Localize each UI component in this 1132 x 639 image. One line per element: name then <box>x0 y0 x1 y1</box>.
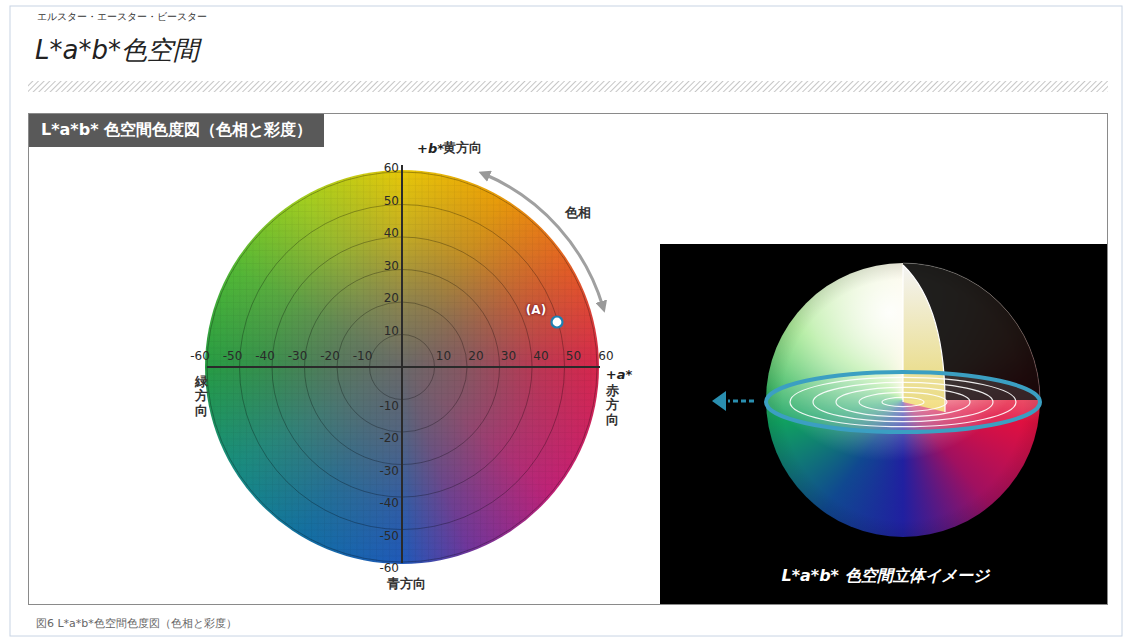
a-tick: 60 <box>598 349 613 363</box>
b-tick: 60 <box>384 161 399 175</box>
b-tick: -60 <box>379 561 399 575</box>
sphere-panel: L*a*b* 色空間立体イメージ <box>661 245 1109 606</box>
b-tick: -40 <box>379 496 399 510</box>
equator-disk <box>766 372 1040 432</box>
a-tick: -10 <box>353 349 373 363</box>
point-label: (A) <box>526 303 546 317</box>
axis-direction: 緑方向 <box>195 375 208 418</box>
b-tick: 50 <box>384 194 399 208</box>
b-tick: -50 <box>379 529 399 543</box>
axis-direction: 黄方向 <box>443 139 482 157</box>
panel-heading: L*a*b* 色空間色度図（色相と彩度） <box>29 114 324 147</box>
hue-label: 色相 <box>565 204 591 222</box>
a-tick: -20 <box>320 349 340 363</box>
axis-name: +a* <box>606 367 632 382</box>
b-tick: 10 <box>384 324 399 338</box>
figure-caption: 図6 L*a*b*色空間色度図（色相と彩度） <box>36 616 237 631</box>
b-tick: -20 <box>379 431 399 445</box>
a-tick: 20 <box>468 349 483 363</box>
a-tick: -40 <box>255 349 275 363</box>
a-tick: -30 <box>288 349 308 363</box>
b-tick: 40 <box>384 226 399 240</box>
page-frame <box>10 6 1122 636</box>
page-title: L*a*b*色空間 <box>35 33 199 68</box>
axis-direction: 青方向 <box>387 575 426 593</box>
axis-name: +b* <box>417 141 444 156</box>
axis-direction: 赤方向 <box>606 384 619 427</box>
axes <box>207 165 600 563</box>
a-tick: 40 <box>533 349 548 363</box>
b-tick: 30 <box>384 259 399 273</box>
sample-point <box>552 317 563 328</box>
a-tick: 10 <box>436 349 451 363</box>
b-tick: -10 <box>379 399 399 413</box>
direction-arrow <box>712 391 754 411</box>
black-panel <box>660 244 1108 605</box>
sphere-caption: L*a*b* 色空間立体イメージ <box>781 566 988 587</box>
hatched-band <box>28 81 1108 92</box>
a-tick: 50 <box>566 349 581 363</box>
a-tick: -50 <box>223 349 243 363</box>
brand-text: エルスター・エースター・ビースター <box>37 10 207 24</box>
a-tick: -60 <box>190 349 210 363</box>
hue-arrow <box>484 174 603 307</box>
a-tick: 30 <box>501 349 516 363</box>
b-tick: 20 <box>384 291 399 305</box>
b-tick: -30 <box>379 464 399 478</box>
